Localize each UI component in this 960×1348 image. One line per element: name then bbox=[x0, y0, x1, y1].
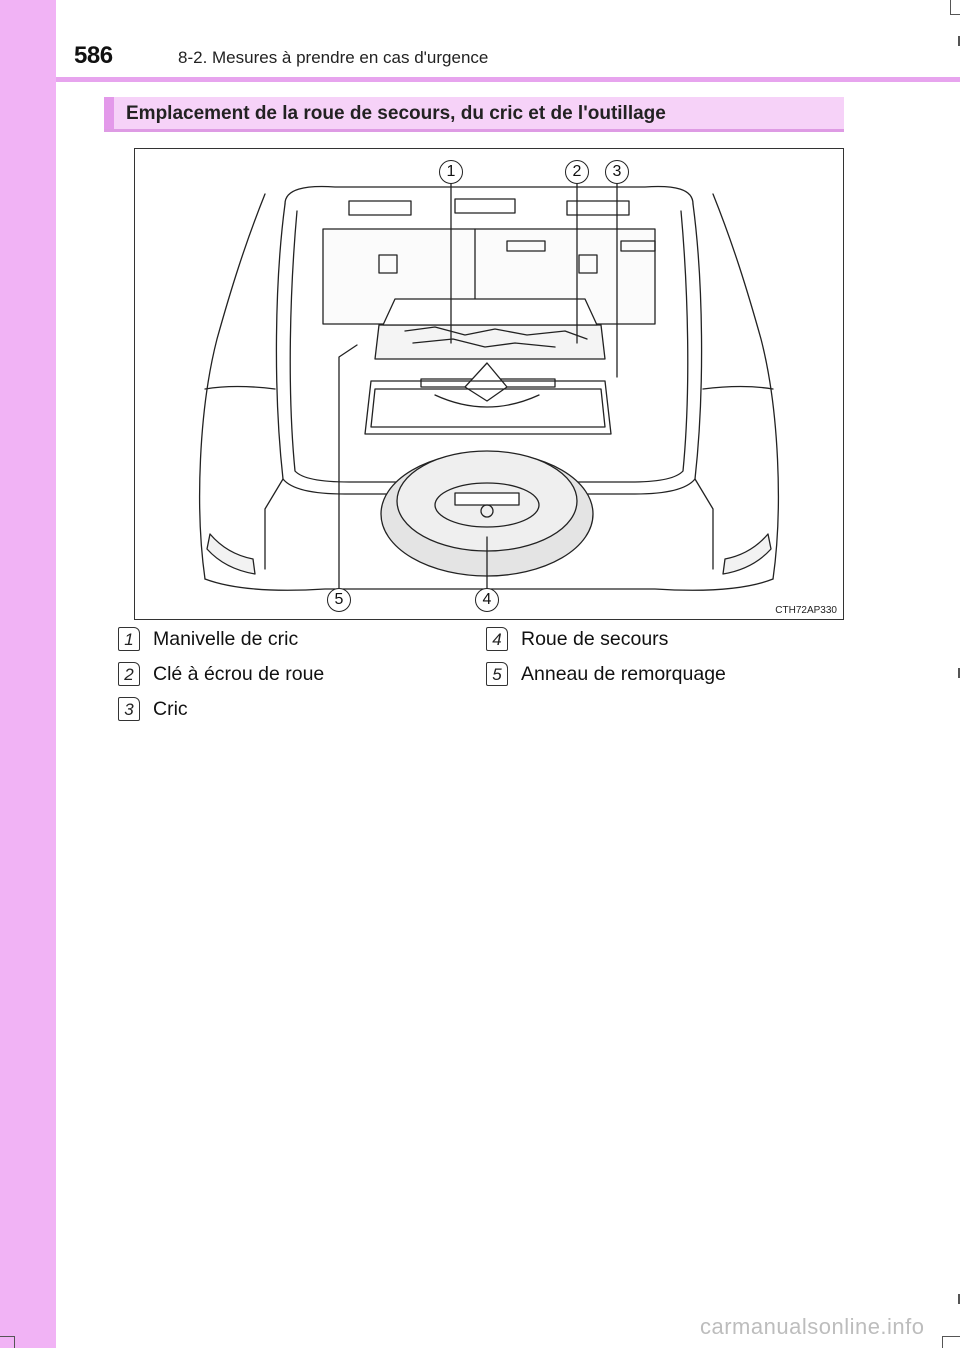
section-heading-bar: Emplacement de la roue de secours, du cr… bbox=[104, 97, 844, 132]
legend-badge-4: 4 bbox=[486, 627, 508, 651]
side-tab-band bbox=[0, 0, 56, 1348]
legend-badge-5: 5 bbox=[486, 662, 508, 686]
crop-mark bbox=[958, 36, 960, 46]
section-title: 8-2. Mesures à prendre en cas d'urgence bbox=[178, 48, 489, 67]
crop-mark bbox=[950, 14, 960, 15]
legend-label-5: Anneau de remorquage bbox=[521, 663, 726, 685]
trunk-drawing bbox=[199, 183, 779, 591]
callout-3: 3 bbox=[605, 160, 629, 184]
legend-badge-3: 3 bbox=[118, 697, 140, 721]
header-rule bbox=[56, 77, 960, 82]
page-number: 586 bbox=[74, 42, 113, 69]
legend-badge-2: 2 bbox=[118, 662, 140, 686]
crop-mark bbox=[958, 668, 960, 678]
callout-1: 1 bbox=[439, 160, 463, 184]
callout-5: 5 bbox=[327, 588, 351, 612]
callout-4: 4 bbox=[475, 588, 499, 612]
crop-mark bbox=[0, 1336, 14, 1337]
crop-mark bbox=[942, 1336, 960, 1337]
crop-mark bbox=[950, 0, 951, 14]
legend-label-2: Clé à écrou de roue bbox=[153, 663, 325, 685]
callout-2: 2 bbox=[565, 160, 589, 184]
figure-code: CTH72AP330 bbox=[775, 605, 837, 616]
footer-watermark: carmanualsonline.info bbox=[700, 1314, 925, 1339]
crop-mark bbox=[942, 1336, 943, 1348]
legend-label-3: Cric bbox=[153, 698, 188, 720]
section-heading: Emplacement de la roue de secours, du cr… bbox=[126, 103, 666, 124]
trunk-illustration: 1 2 3 4 5 CTH72AP330 bbox=[134, 148, 844, 620]
legend-label-4: Roue de secours bbox=[521, 628, 669, 650]
legend-badge-1: 1 bbox=[118, 627, 140, 651]
crop-mark bbox=[958, 1294, 960, 1304]
crop-mark bbox=[14, 1336, 15, 1348]
legend-label-1: Manivelle de cric bbox=[153, 628, 299, 650]
